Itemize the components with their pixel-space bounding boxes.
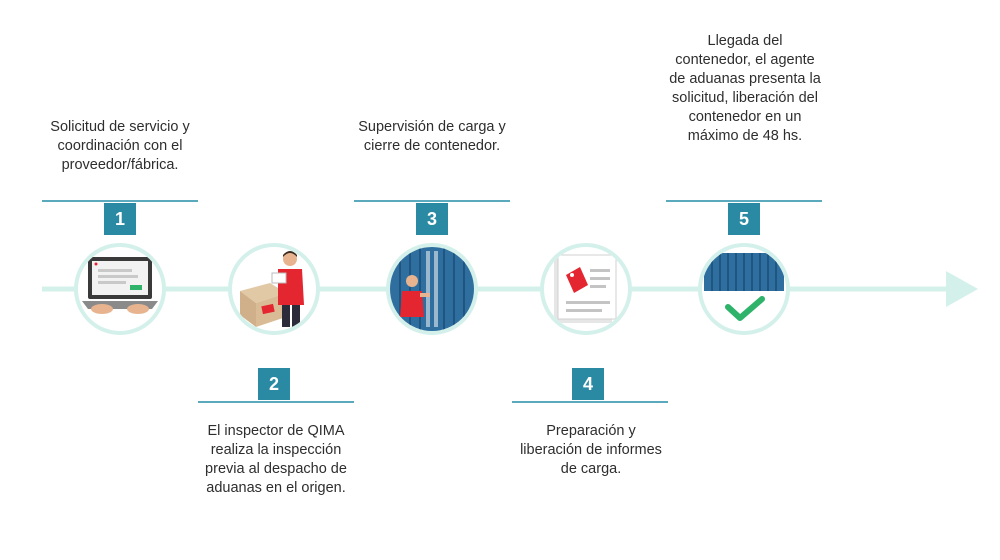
step-5-text: Llegada del contenedor, el agente de adu… (669, 33, 821, 144)
step-1-rule (42, 200, 198, 202)
container-loading-icon (390, 247, 474, 331)
container-checkmark-icon (704, 253, 784, 321)
step-2-number: 2 (258, 368, 290, 400)
checkmark-icon (725, 296, 765, 321)
step-5-rule (666, 200, 822, 202)
step-3-text: Supervisión de carga y cierre de contene… (358, 119, 506, 154)
step-1-circle (74, 243, 166, 335)
step-2-rule (198, 401, 354, 403)
report-document-icon (554, 254, 617, 323)
step-5-number: 5 (728, 203, 760, 235)
step-2-circle (228, 243, 320, 335)
step-4-circle (540, 243, 632, 335)
step-5-circle (698, 243, 790, 335)
step-1-number: 1 (104, 203, 136, 235)
laptop-icon (82, 257, 158, 314)
step-3-number: 3 (416, 203, 448, 235)
step-4-number: 4 (572, 368, 604, 400)
step-3-rule (354, 200, 510, 202)
step-4-rule (512, 401, 668, 403)
step-4-text: Preparación y liberación de informes de … (520, 423, 662, 477)
step-2-text: El inspector de QIMA realiza la inspecci… (205, 423, 347, 496)
timeline-arrowhead (946, 271, 978, 307)
step-3-circle (386, 243, 478, 335)
step-1-text: Solicitud de servicio y coordinación con… (50, 119, 190, 173)
inspector-boxes-icon (240, 251, 304, 327)
